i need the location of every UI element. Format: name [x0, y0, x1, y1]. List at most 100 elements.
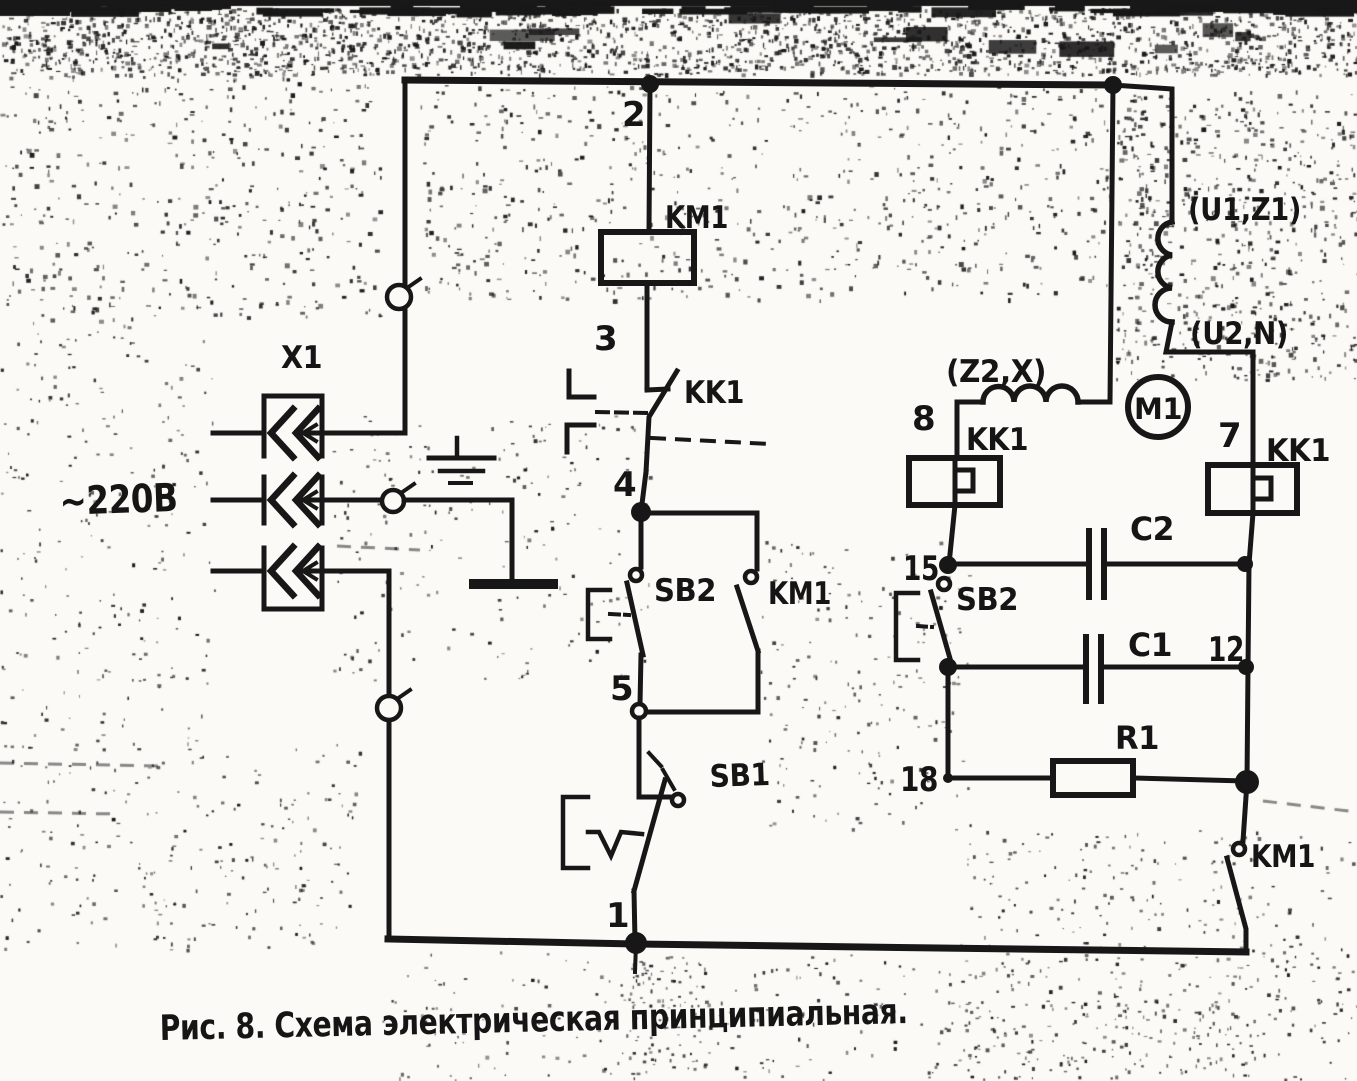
node-8: 8	[912, 399, 935, 439]
capacitor-c2-symbol	[1086, 528, 1107, 600]
thermal-heater-main-detail	[1250, 462, 1274, 516]
x1-contact1-out	[300, 407, 408, 459]
main-winding-start-label: (U1,Z1)	[1188, 192, 1301, 228]
km1aux-bottom-lead	[643, 648, 761, 715]
detachable-connection-markers	[374, 276, 423, 723]
sb2-actuator-bracket	[585, 587, 613, 642]
x1-contact2-arrow	[300, 489, 319, 511]
thermal-contact-label: KK1	[684, 375, 744, 411]
right-column-wire	[1244, 510, 1256, 785]
heater-to-node15	[946, 502, 958, 567]
r1-out-wire	[1130, 775, 1250, 784]
capacitor-c1-symbol	[1083, 634, 1104, 704]
x1-contact1-arrow	[300, 422, 319, 444]
node-1: 1	[606, 896, 629, 936]
contactor-coil-symbol	[598, 229, 697, 286]
capacitor-c2-label: C2	[1130, 510, 1174, 548]
km1-power-contact-arm	[1223, 854, 1249, 955]
resistor-r1-label: R1	[1115, 719, 1159, 757]
junction-node2	[641, 75, 659, 93]
kk1-mech-link-dash2	[649, 435, 773, 447]
junction-node1	[625, 932, 647, 954]
aux-winding-coil-symbol	[980, 383, 1081, 405]
x1-contact1-lead	[210, 407, 267, 459]
connector-label: X1	[281, 340, 322, 376]
sb2-contact-arm	[624, 580, 646, 658]
sb2r-actuator-bracket	[893, 590, 921, 663]
node-12: 12	[1208, 630, 1244, 670]
x1-frame-bottom	[261, 594, 325, 612]
x1-contact2-lead	[210, 474, 267, 526]
node-15: 15	[903, 549, 939, 589]
seal-in-contact-label: KM1	[768, 576, 831, 612]
main-winding-out	[1162, 319, 1256, 468]
sb2r-actuator-link	[915, 623, 935, 630]
cap-button-label: SB2	[956, 582, 1018, 618]
bottom-bus-wire	[384, 935, 1250, 956]
kk1-release-bracket-bottom	[564, 422, 597, 455]
coil-feed-wire	[646, 81, 653, 235]
x1-contact3-chevrons	[266, 542, 323, 600]
main-winding-feed	[1110, 82, 1175, 225]
node-3: 3	[594, 319, 617, 359]
sb1-release-ticks	[646, 750, 677, 792]
node-4: 4	[613, 465, 636, 505]
sb2r-contact-arm	[927, 588, 955, 666]
x1-contact2-chevrons	[266, 471, 323, 529]
earth-icon	[426, 435, 497, 485]
junction-node12	[1238, 659, 1254, 675]
kk1-release-bracket-top	[566, 368, 597, 400]
x1-contact3-arrow	[300, 560, 319, 582]
kk1-mech-link-dash	[594, 409, 649, 416]
junction-dots	[625, 75, 1259, 954]
contactor-coil-label: KM1	[665, 200, 728, 236]
aux-winding-feed	[1075, 82, 1116, 405]
node-18: 18	[900, 760, 938, 800]
main-winding-coil-symbol	[1152, 218, 1176, 325]
junction-c2-right	[1237, 556, 1253, 572]
sb2-actuator-link	[607, 611, 632, 618]
x1-contact1-chevrons	[266, 404, 323, 462]
start-button-label: SB2	[654, 573, 716, 609]
junction-node15	[939, 556, 957, 574]
resistor-r1-symbol	[1050, 758, 1136, 798]
connector-x1-symbol	[210, 393, 408, 612]
figure-caption: Рис. 8. Схема электрическая принципиальн…	[159, 992, 908, 1049]
x1-contact3-out	[300, 545, 392, 597]
km1-power-terminal	[1230, 840, 1248, 858]
motor-label: M1	[1134, 392, 1182, 426]
power-contact-label: KM1	[1251, 839, 1315, 875]
aux-winding-label: (Z2,X)	[946, 354, 1046, 390]
aux-winding-out	[954, 399, 986, 461]
x1-frame-top	[261, 393, 325, 412]
node-7: 7	[1218, 416, 1241, 456]
node18-wire	[945, 664, 1056, 781]
x1-contact3-lead	[210, 545, 267, 597]
sb2-bottom-lead	[637, 652, 644, 707]
sb1-actuator-bracket	[560, 794, 591, 871]
junction-node18	[943, 773, 953, 783]
junction-top-right	[1104, 76, 1122, 94]
sb1-top-lead	[636, 715, 672, 800]
sb1-contact-arm	[630, 776, 669, 895]
top-bus-wire	[401, 76, 1117, 89]
node-2: 2	[622, 95, 645, 135]
km1aux-contact-arm	[733, 583, 762, 655]
sb2r-terminal	[935, 575, 953, 593]
node-5: 5	[610, 669, 633, 709]
capacitor-c1-label: C1	[1128, 626, 1172, 664]
junction-node4	[631, 502, 651, 522]
kk1-contact-arm	[643, 367, 681, 475]
thermal-heater-aux-detail	[952, 455, 976, 508]
stop-button-label: SB1	[709, 757, 770, 795]
junction-r1-right	[1235, 770, 1259, 794]
x1-contact2-out	[300, 474, 383, 526]
sb1-actuator-link	[585, 829, 645, 862]
pe-wire	[401, 497, 515, 581]
voltage-label: ~220В	[59, 476, 178, 525]
junction-c1-left	[939, 658, 957, 676]
thermal-heater-aux-label: KK1	[966, 422, 1028, 458]
